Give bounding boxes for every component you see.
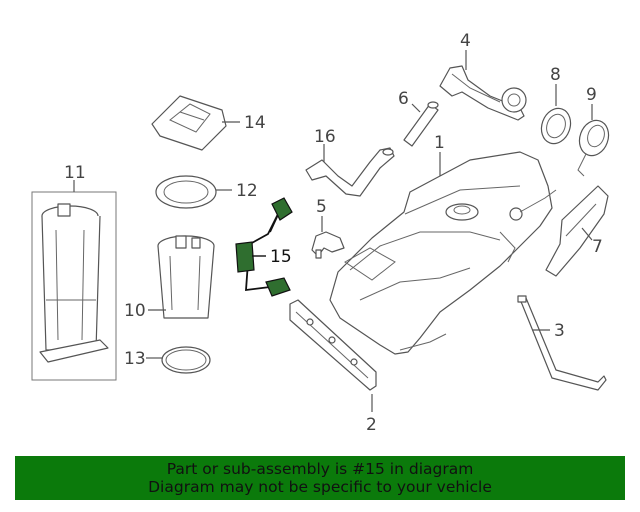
clip-part-5[interactable] [311,231,345,259]
callout-3: 3 [554,321,565,341]
callout-10: 10 [124,301,146,321]
callout-16: 16 [314,127,336,147]
vent-tube-part-16[interactable] [305,147,395,197]
tank-shield-part-2[interactable] [289,299,377,391]
leader-line-6 [411,103,421,113]
callout-12: 12 [236,181,258,201]
fuel-cap-part-9[interactable] [575,116,614,177]
callout-4: 4 [460,31,471,51]
callout-11: 11 [64,163,86,183]
fuel-tank-part-1[interactable] [329,151,557,355]
hose-part-6[interactable] [403,101,439,147]
callout-14: 14 [244,113,266,133]
callout-13: 13 [124,349,146,369]
banner-line-part-number: Part or sub-assembly is #15 in diagram [166,460,474,478]
heat-shield-part-7[interactable] [545,185,609,277]
callout-7: 7 [592,237,603,257]
leader-line-7 [581,227,593,241]
pump-assembly-part-11[interactable] [31,191,117,381]
callout-9: 9 [586,85,597,105]
sender-harness-part-15[interactable] [235,197,293,297]
seal-ring-part-8[interactable] [537,104,576,147]
pump-module-part-10[interactable] [157,235,215,319]
callout-15: 15 [270,247,292,267]
cover-part-14[interactable] [151,95,227,151]
lock-ring-part-12[interactable] [155,175,217,209]
tank-strap-part-3[interactable] [517,295,607,391]
filler-tube-part-4[interactable] [439,65,527,121]
gasket-part-13[interactable] [161,346,211,374]
callout-8: 8 [550,65,561,85]
info-banner: Part or sub-assembly is #15 in diagram D… [15,456,625,500]
callout-2: 2 [366,415,377,435]
callout-1: 1 [434,133,445,153]
callout-5: 5 [316,197,327,217]
banner-line-disclaimer: Diagram may not be specific to your vehi… [148,478,492,496]
callout-6: 6 [398,89,409,109]
